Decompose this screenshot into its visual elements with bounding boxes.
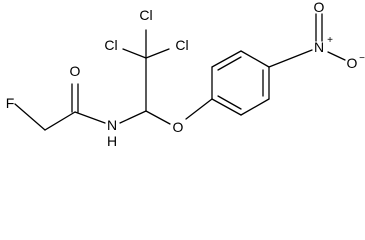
bond-ccl3-cl-right	[145, 48, 170, 59]
ring-bond-5	[240, 98, 270, 116]
atom-chlorine-top: Cl	[139, 7, 152, 23]
atom-fluorine: F	[6, 95, 15, 111]
atom-amide-nitrogen: N	[107, 117, 117, 133]
bond-nitro-oxygen-right	[327, 51, 346, 61]
ring-inner-bond-a	[217, 56, 242, 71]
atom-carbonyl-oxygen: O	[70, 63, 81, 79]
structure-diagram: F O N H Cl Cl Cl O N + O O −	[6, 0, 365, 148]
bond-ch2-carbonyl	[44, 111, 76, 131]
ring-bond-2	[211, 50, 242, 68]
atom-ether-oxygen: O	[173, 119, 184, 135]
atom-nitro-nitrogen: N	[314, 39, 324, 55]
bond-ch-oxygen	[145, 110, 171, 125]
ring-inner-bond-c	[217, 95, 242, 110]
ring-bond-6	[211, 98, 242, 116]
bond-ccl3-cl-left	[122, 48, 147, 59]
atom-labels: F O N H Cl Cl Cl O N + O O −	[6, 0, 365, 148]
atom-chlorine-right: Cl	[175, 37, 188, 53]
bonds	[14, 13, 346, 131]
atom-nitro-oxygen-top: O	[314, 0, 325, 15]
bond-ring-nitro	[268, 49, 313, 68]
bond-nh-ch	[119, 110, 147, 124]
nitro-minus-charge: −	[359, 53, 365, 64]
atom-amide-hydrogen: H	[107, 133, 117, 148]
nitro-plus-charge: +	[327, 35, 333, 46]
bond-f-ch2	[14, 103, 46, 131]
ring-bond-3	[240, 50, 270, 68]
bond-oxygen-ring	[185, 98, 213, 120]
atom-nitro-oxygen-right: O	[347, 55, 358, 71]
atom-chlorine-left: Cl	[104, 37, 117, 53]
bond-carbonyl-nh	[74, 111, 106, 124]
